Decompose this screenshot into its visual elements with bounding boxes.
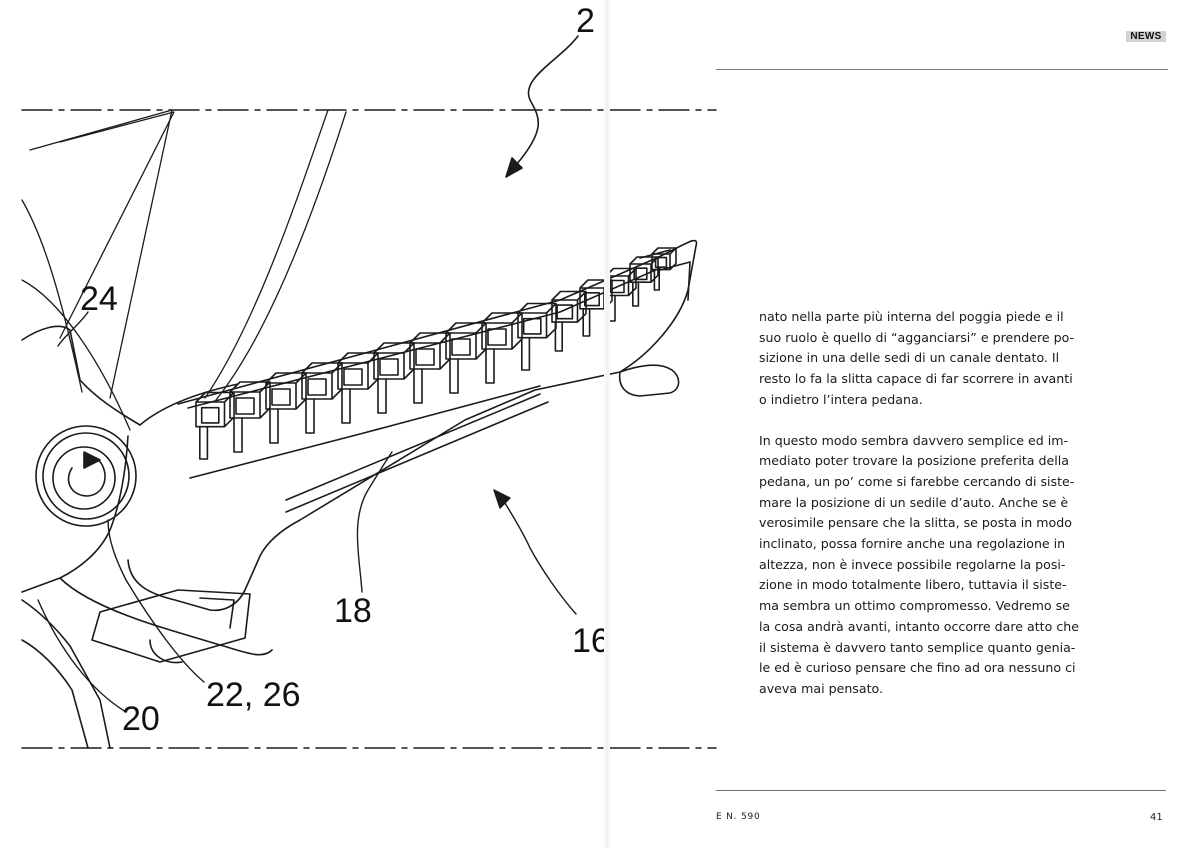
article-line: verosimile pensare che la slitta, se pos… <box>759 513 1055 534</box>
arrow-16-head <box>494 490 510 508</box>
pivot-assembly <box>36 426 136 526</box>
tooth-leg <box>270 409 278 443</box>
article-line: aveva mai pensato. <box>759 679 1055 700</box>
article-line: resto lo fa la slitta capace di far scor… <box>759 369 1055 390</box>
article-line: nato nella parte più interna del poggia … <box>759 307 1055 328</box>
leader-lines <box>38 312 576 712</box>
tooth-leg <box>306 399 314 433</box>
article-line: pedana, un po’ come si farebbe cercando … <box>759 472 1055 493</box>
article-line: suo ruolo è quello di “agganciarsi” e pr… <box>759 328 1055 349</box>
article-line: In questo modo sembra davvero semplice e… <box>759 431 1055 452</box>
ref-label-2: 2 <box>576 2 595 40</box>
article-line: ma sembra un ottimo compromesso. Vedremo… <box>759 596 1055 617</box>
tooth-leg <box>450 359 458 393</box>
tooth-block <box>446 323 486 359</box>
article-line: altezza, non è invece possibile regolarn… <box>759 555 1055 576</box>
tooth-block <box>518 304 556 338</box>
article-line: inclinato, possa fornire anche una regol… <box>759 534 1055 555</box>
tooth-block <box>482 313 522 349</box>
ref-label-20: 20 <box>122 700 160 738</box>
tooth-leg <box>654 270 659 290</box>
patent-drawing: 2 24 18 16 22, 26 20 <box>0 0 720 848</box>
tooth-leg <box>522 338 530 370</box>
ref-label-24: 24 <box>80 280 118 318</box>
tooth-leg <box>486 349 494 383</box>
article-line: zione in modo totalmente libero, tuttavi… <box>759 575 1055 596</box>
tooth-leg <box>200 427 208 459</box>
article-paragraph-1: nato nella parte più interna del poggia … <box>759 307 1055 411</box>
article-line: mare la posizione di un sedile d’auto. A… <box>759 493 1055 514</box>
tooth-leg <box>414 369 422 403</box>
article-body: nato nella parte più interna del poggia … <box>759 307 1055 700</box>
tooth-leg <box>378 379 386 413</box>
article-line: sizione in una delle sedi di un canale d… <box>759 348 1055 369</box>
tooth-leg <box>342 389 350 423</box>
article-paragraph-2: In questo modo sembra davvero semplice e… <box>759 431 1055 700</box>
ratchet-arrowhead <box>84 452 100 468</box>
page-gutter <box>604 0 610 848</box>
article-line: la cosa andrà avanti, intanto occorre da… <box>759 617 1055 638</box>
news-section-tag: NEWS <box>1126 31 1166 42</box>
leader-22-26 <box>108 520 204 682</box>
ref-label-18: 18 <box>334 592 372 630</box>
article-line: o indietro l’intera pedana. <box>759 390 1055 411</box>
article-line: le ed è curioso pensare che fino ad ora … <box>759 658 1055 679</box>
leader-16 <box>502 498 576 614</box>
header-rule <box>716 69 1168 70</box>
tooth-leg <box>234 418 242 452</box>
leader-20 <box>38 600 126 712</box>
leader-18 <box>357 452 392 592</box>
article-line: il sistema è davvero tanto semplice quan… <box>759 638 1055 659</box>
footer-rule <box>716 790 1166 791</box>
arrow-2 <box>510 36 578 172</box>
article-line: mediato poter trovare la posizione prefe… <box>759 451 1055 472</box>
issue-number: E N. 590 <box>716 812 761 822</box>
page-number: 41 <box>1150 812 1163 823</box>
ref-label-22-26: 22, 26 <box>206 676 301 714</box>
